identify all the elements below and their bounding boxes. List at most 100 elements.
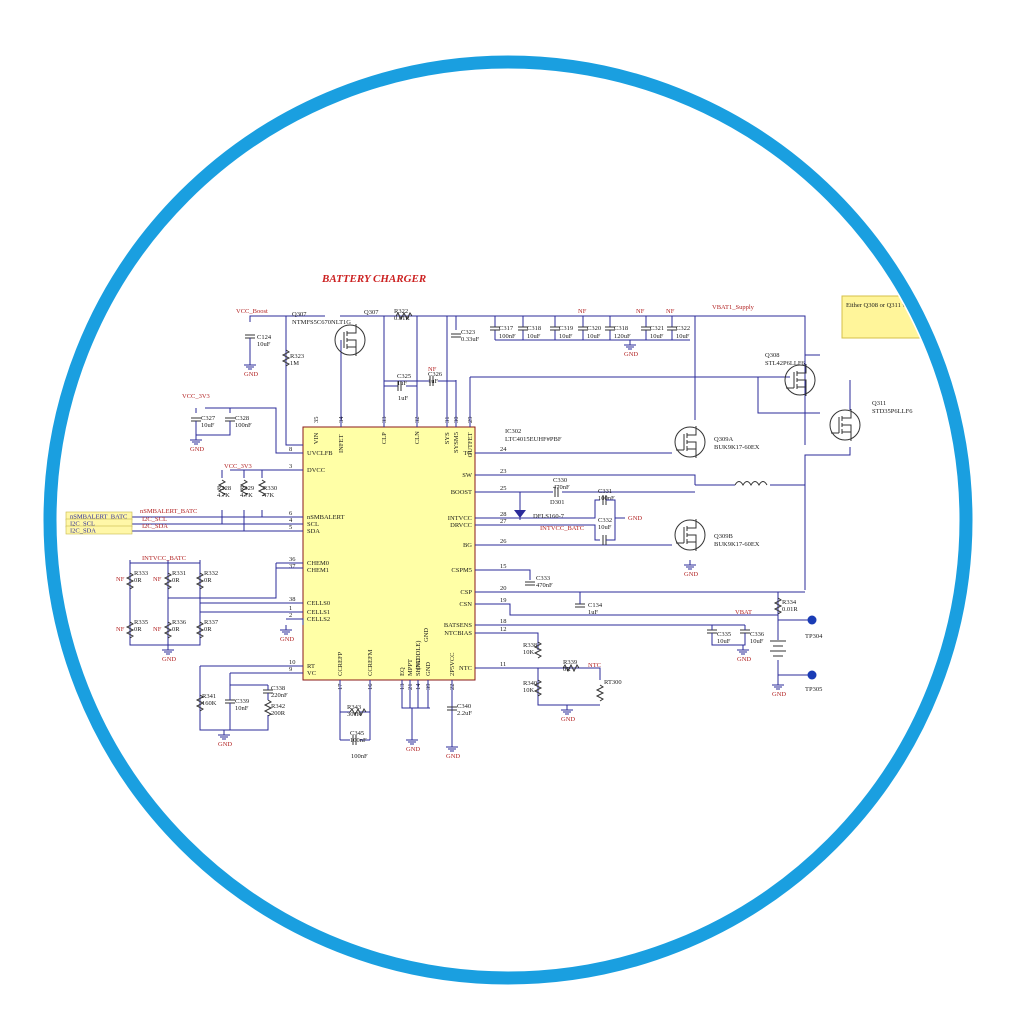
ic-pin-name-cells0: CELLS0 xyxy=(307,600,330,607)
c327-c328-wire xyxy=(195,408,231,413)
resistor-r328-ref: R328 xyxy=(217,485,231,492)
ic-pin-name-sda: SDA xyxy=(307,528,320,535)
ic-part: LTC4015EUHF#PBF xyxy=(505,436,562,443)
resistor-rt300-ref: RT300 xyxy=(604,679,622,686)
ic-pin-num-csn: 19 xyxy=(500,597,507,604)
ic-pin-num-sw: 23 xyxy=(500,468,507,475)
capacitor-c330-ref: C330 xyxy=(553,477,567,484)
note-text: Either Q308 or Q311 w... used after test… xyxy=(846,302,958,309)
cspm5-wire xyxy=(475,569,531,580)
ground-symbol-c327: GND xyxy=(190,435,204,453)
vc-net-wire xyxy=(229,673,268,686)
resistor-r336-value: 0R xyxy=(172,626,180,633)
ground-symbol-vbat: GND xyxy=(737,645,751,663)
net-vbat: VBAT xyxy=(735,609,752,616)
ic-pin-num-ntc: 11 xyxy=(500,661,506,668)
ic-pin-num-cspm5: 15 xyxy=(500,563,507,570)
resistor-r340-value: 10K xyxy=(523,687,535,694)
resistor-r333-ref: R333 xyxy=(134,570,148,577)
vin-wire xyxy=(285,316,303,446)
ground-label-cells2: GND xyxy=(280,636,294,643)
capacitor-c334-value: 1uF xyxy=(588,609,599,616)
ic-pin-name-csn: CSN xyxy=(459,601,472,608)
ic-pin-num-boost: 25 xyxy=(500,485,507,492)
capacitor-c318a-ref: C318 xyxy=(527,325,541,332)
ic-pin-num-intvcc: 28 xyxy=(500,511,507,518)
sw-wire xyxy=(475,474,696,485)
ic-pin-name-scl: SCL xyxy=(307,521,319,528)
rt-vc-wire xyxy=(200,665,303,674)
net-label-i2c-scl: I2C_SCL xyxy=(142,516,167,523)
mosfet-q309a-ref: Q309A xyxy=(714,436,733,443)
capacitor-c330-value: 470nF xyxy=(553,484,570,491)
capacitor-c320-ref: C320 xyxy=(587,325,601,332)
testpoint-tp305-ref: TP305 xyxy=(805,686,822,693)
ground-label-c327: GND xyxy=(190,446,204,453)
capacitor-c338-value: 220nF xyxy=(271,692,288,699)
mosfet-q307-part: NTMFS5C670NLT1G xyxy=(292,319,351,326)
capacitor-c332-value: 10uF xyxy=(598,524,612,531)
capacitor-c317-value: 100nF xyxy=(499,333,516,340)
capacitor-c338-ref: C338 xyxy=(271,685,285,692)
ground-symbol-cells2: GND xyxy=(280,625,294,643)
capacitor-c328-value: 100nF xyxy=(235,422,252,429)
net-intvcc-batc: INTVCC_BATC xyxy=(142,555,186,562)
diode-d301-part: DFLS160-7 xyxy=(533,513,565,520)
ic-pin-name-drvcc: DRVCC xyxy=(450,522,472,529)
capacitor-c333-ref: C333 xyxy=(536,575,550,582)
cells-wire xyxy=(200,602,304,625)
resistor-r336-ref: R336 xyxy=(172,619,187,626)
capacitor-c318b-ref: C318 xyxy=(614,325,628,332)
q311-drain-wire xyxy=(804,447,851,590)
resistor-r334-value: 0.01R xyxy=(782,606,798,613)
capacitor-c323-value: 0.33uF xyxy=(461,336,480,343)
capacitor-c318b-value: 120uF xyxy=(614,333,631,340)
ic-pin-num-vin: 35 xyxy=(313,417,320,424)
ic-pin-name-cln: CLN xyxy=(414,431,421,444)
q308-wire xyxy=(804,316,820,356)
ground-label-vbat: GND xyxy=(737,656,751,663)
ic-pin-name-2p5vcc: 2P5VCC xyxy=(449,653,456,676)
ic-pin-name-cspm5: CSPM5 xyxy=(451,567,472,574)
ground-symbol-ntc: GND xyxy=(561,705,575,723)
capacitor-c318a-value: 10uF xyxy=(527,333,541,340)
resistor-r334-ref: R334 xyxy=(782,599,797,606)
resistor-r338-ref: R338 xyxy=(523,642,537,649)
ccref-wire xyxy=(339,680,371,740)
ground-symbol-c124: GND xyxy=(244,360,258,378)
resistor-r339-value: 0R xyxy=(563,666,571,673)
diode-d301-ref: D301 xyxy=(550,499,564,506)
resistor-r329-value: 4.7K xyxy=(240,492,253,499)
schematic-title: BATTERY CHARGER xyxy=(321,273,426,285)
ground-symbol-mode: GND xyxy=(406,735,420,753)
intvcc-wire xyxy=(475,499,600,541)
rail-capacitors: C317100nFC31810uFC31910uFC32010uFC318120… xyxy=(490,316,690,340)
ic-paddle-gnd-label: GND xyxy=(423,628,430,642)
capacitor-c326-ref: C326 xyxy=(428,371,443,378)
capacitor-c325-value-lower: 1uF xyxy=(398,395,409,402)
ic-pin-num-dvcc: 3 xyxy=(289,463,292,470)
resistor-r332-ref: R332 xyxy=(204,570,218,577)
testpoint-tp305 xyxy=(807,670,817,680)
capacitor-c333-value: 470nF xyxy=(536,582,553,589)
ground-label-c340: GND xyxy=(446,753,460,760)
ic-pin-num-cells1: 1 xyxy=(289,605,292,612)
testpoint-wire xyxy=(778,619,812,676)
